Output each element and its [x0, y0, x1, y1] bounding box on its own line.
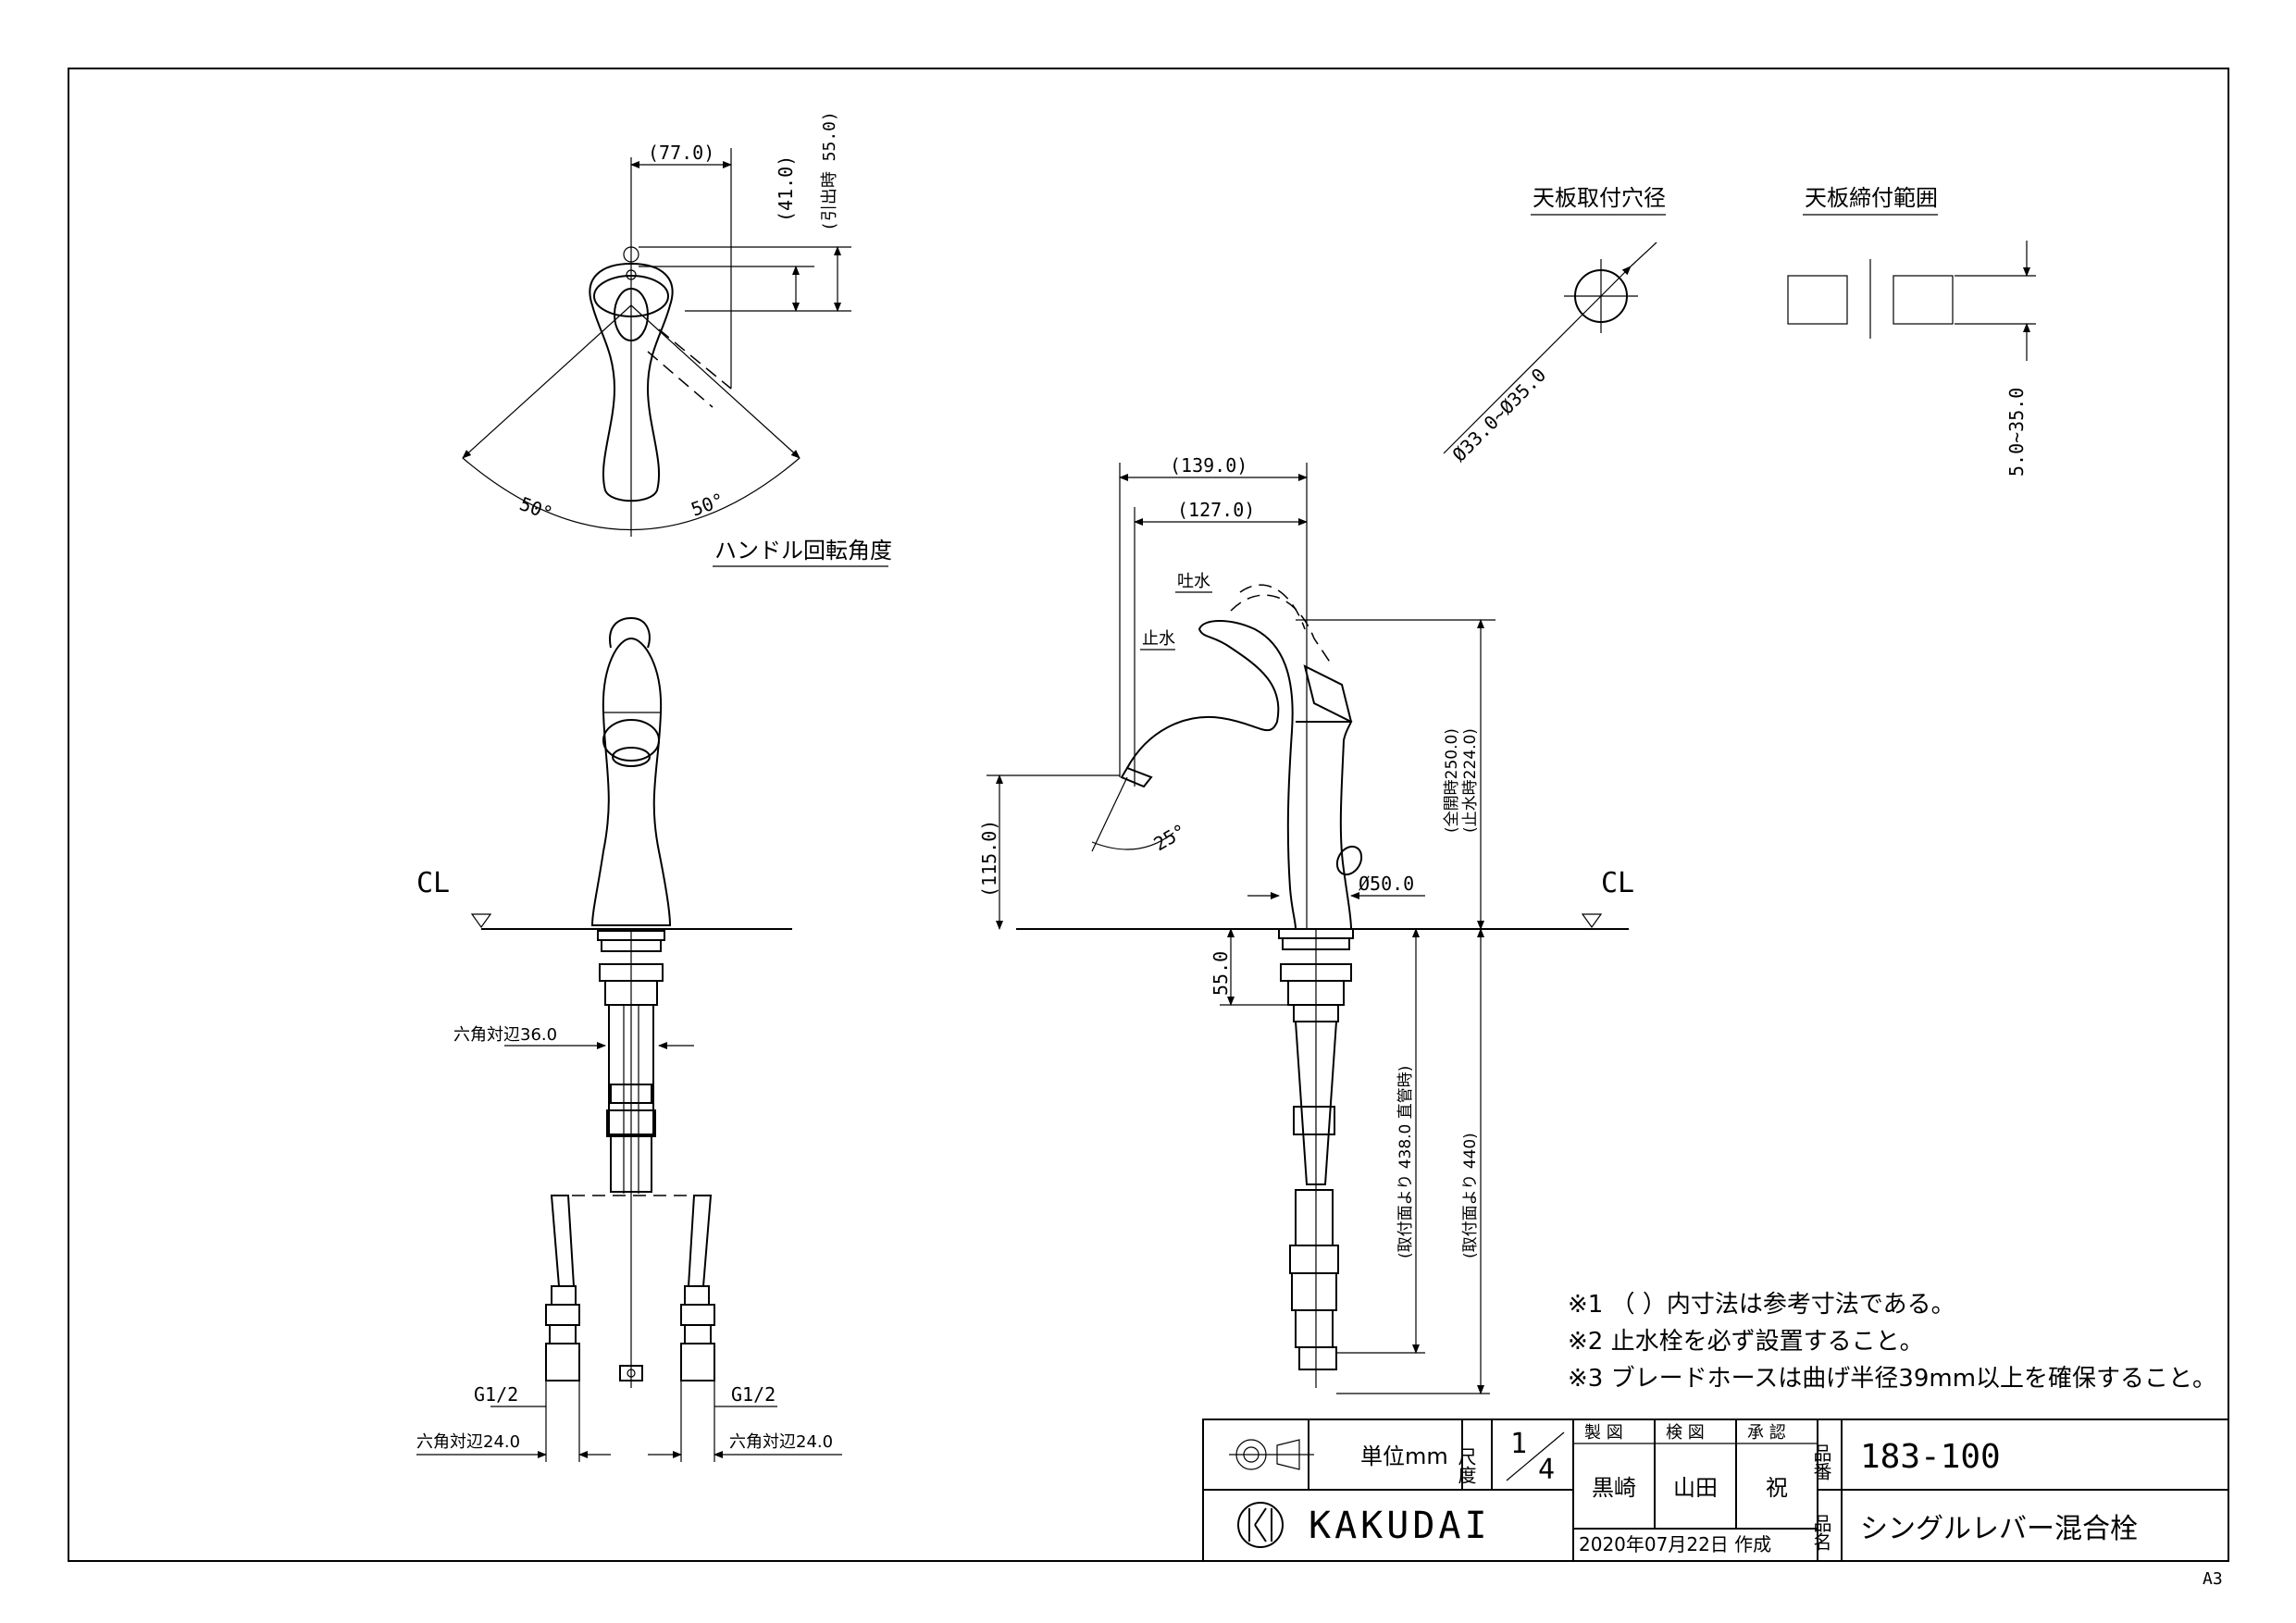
notes: ※1 （ ）内寸法は参考寸法である。 ※2 止水栓を必ず設置すること。 ※3 ブ…	[1568, 1291, 2216, 1393]
dim-base: Ø50.0	[1359, 873, 1414, 895]
part-name: シングルレバー混合栓	[1860, 1513, 2138, 1545]
thread-left-label: G1/2	[474, 1383, 518, 1406]
unit-label: 単位mm	[1360, 1443, 1448, 1469]
dim-handle-width: (77.0)	[648, 142, 714, 164]
kakudai-logo: KAKUDAI	[1237, 1502, 1491, 1548]
created-date: 2020年07月22日 作成	[1579, 1533, 1771, 1555]
angle-right-label: 50°	[689, 489, 727, 521]
dim-handle-pull: (引出時 55.0)	[820, 111, 839, 231]
scale-label: 尺度	[1455, 1447, 1477, 1484]
dim-height-stop: (止水時224.0)	[1461, 728, 1480, 833]
dim-spout-height: (115.0)	[978, 820, 1000, 898]
note-1: ※1 （ ）内寸法は参考寸法である。	[1568, 1291, 1955, 1319]
made-name: 黒崎	[1592, 1475, 1636, 1501]
hole-diameter-dim: Ø33.0~Ø35.0	[1448, 364, 1551, 466]
handle-view-title: ハンドル回転角度	[714, 538, 892, 564]
hex-right-dim: 六角対辺24.0	[729, 1432, 833, 1452]
dim-reach: (127.0)	[1177, 499, 1255, 521]
dim-hose-438: (取付面より 438.0 直管時)	[1396, 1066, 1415, 1258]
discharge-label: 吐水	[1177, 572, 1210, 591]
projection-symbol-icon	[1229, 1439, 1314, 1470]
front-cl-label: CL	[416, 867, 450, 899]
thread-right-label: G1/2	[731, 1383, 776, 1406]
side-cl-label: CL	[1601, 867, 1634, 899]
scale-numerator: 1	[1510, 1428, 1527, 1460]
brand-text: KAKUDAI	[1309, 1505, 1491, 1547]
check-name: 山田	[1673, 1475, 1718, 1501]
scale-denominator: 4	[1538, 1454, 1555, 1486]
sheet-size-label: A3	[2203, 1569, 2223, 1589]
hole-view-title: 天板取付穴径	[1533, 185, 1666, 211]
approve-label: 承 認	[1747, 1423, 1786, 1443]
note-2: ※2 止水栓を必ず設置すること。	[1568, 1328, 1924, 1356]
dim-handle-height: (41.0)	[775, 155, 797, 222]
part-no-label: 品番	[1810, 1443, 1832, 1481]
angle-left-label: 50°	[516, 492, 555, 525]
part-name-label: 品名	[1810, 1514, 1832, 1551]
part-no: 183-100	[1860, 1438, 2001, 1476]
approve-name: 祝	[1766, 1475, 1788, 1501]
angle-spout: 25°	[1150, 819, 1190, 855]
handle-rotation-view: 50° 50° ハンドル回転角度 (77.0) (41.0) (引出時 55.0…	[462, 111, 892, 567]
hole-diameter-view: 天板取付穴径 Ø33.0~Ø35.0	[1443, 185, 1666, 466]
check-label: 検 図	[1666, 1423, 1705, 1443]
dim-height-open: (全開時250.0)	[1443, 728, 1461, 833]
dim-reach-full: (139.0)	[1170, 454, 1247, 477]
note-3: ※3 ブレードホースは曲げ半径39mm以上を確保すること。	[1568, 1365, 2216, 1393]
made-label: 製 図	[1584, 1423, 1623, 1443]
stop-label: 止水	[1142, 629, 1175, 649]
drawing-border	[68, 68, 2229, 1562]
range-dim: 5.0~35.0	[2005, 388, 2028, 477]
dim-hose-440: (取付面より 440)	[1461, 1133, 1480, 1258]
dim-shank: 55.0	[1210, 951, 1232, 996]
counter-range-view: 天板締付範囲 5.0~35.0	[1787, 185, 2036, 477]
hex-left-dim: 六角対辺24.0	[416, 1432, 520, 1452]
side-view: CL 吐水 止水 (139.0) (127.0) (115.0) 25° Ø50…	[978, 454, 1634, 1394]
title-block: 単位mm 尺度 1 4 製 図 検 図 承 認 黒崎 山田 祝 2020年07月…	[1202, 1419, 2229, 1562]
front-view: CL 六角対辺36.0	[416, 616, 842, 1462]
range-view-title: 天板締付範囲	[1805, 185, 1938, 211]
hex-top-dim: 六角対辺36.0	[453, 1025, 557, 1045]
